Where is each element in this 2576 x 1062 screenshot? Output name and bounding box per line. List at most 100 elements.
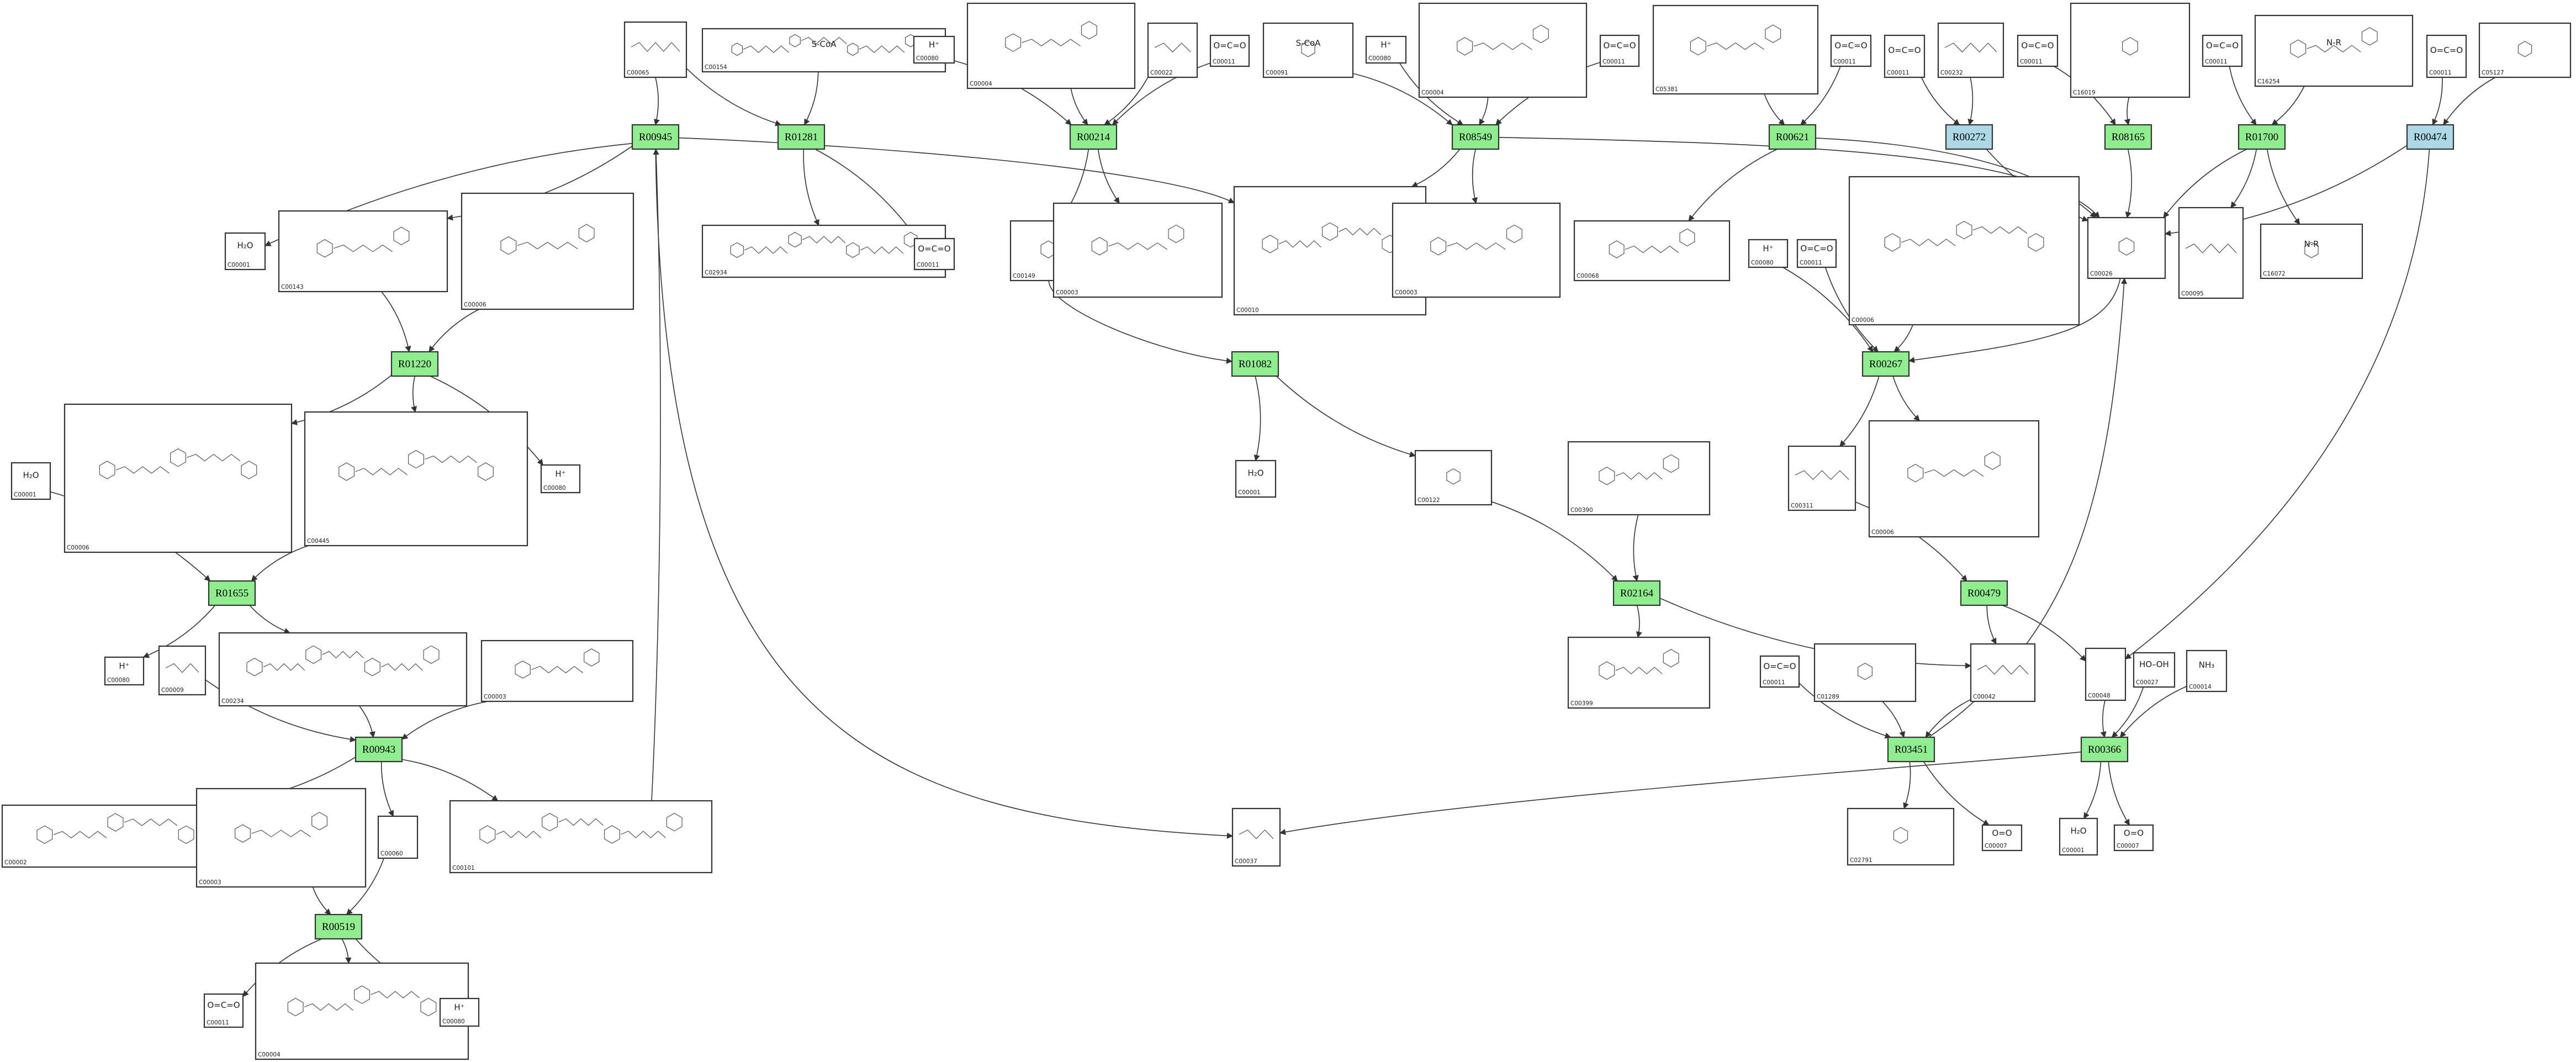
compound-box[interactable] [2059, 817, 2098, 856]
compound-box[interactable] [304, 411, 528, 547]
reaction-box[interactable] [1960, 580, 2008, 606]
compound-box[interactable] [1970, 643, 2036, 702]
reaction-box[interactable] [2080, 736, 2129, 763]
compound-box[interactable] [1884, 34, 1926, 78]
compound-box[interactable] [218, 632, 468, 707]
compound-box[interactable] [2178, 207, 2244, 299]
reaction-node-R00474[interactable]: R00474 [2406, 124, 2455, 150]
reaction-box[interactable] [777, 124, 826, 150]
compound-C00006[interactable]: C00006 [461, 192, 634, 310]
compound-box[interactable] [1813, 643, 1917, 702]
compound-C00042[interactable]: C00042 [1970, 643, 2036, 702]
reaction-node-R00366[interactable]: R00366 [2080, 736, 2129, 763]
reaction-box[interactable] [314, 913, 363, 940]
reaction-node-R00272[interactable]: R00272 [1945, 124, 1993, 150]
reaction-box[interactable] [1612, 580, 1661, 606]
compound-C00037[interactable]: C00037 [1231, 807, 1281, 867]
reaction-node-R01655[interactable]: R01655 [208, 580, 256, 606]
compound-box[interactable] [623, 21, 687, 78]
compound-box[interactable] [966, 2, 1136, 89]
compound-box[interactable] [1392, 202, 1561, 298]
reaction-box[interactable] [1945, 124, 1993, 150]
compound-box[interactable] [1052, 202, 1223, 298]
compound-C00122[interactable]: C00122 [1414, 450, 1493, 506]
compound-C16019[interactable]: C16019 [2070, 2, 2191, 98]
compound-box[interactable] [377, 815, 419, 859]
compound-box[interactable] [2254, 14, 2414, 87]
compound-box[interactable] [1830, 34, 1872, 67]
compound-box[interactable] [255, 962, 469, 1060]
compound-box[interactable] [2260, 223, 2363, 279]
compound-C00311[interactable]: C00311 [1787, 445, 1856, 511]
compound-C00009[interactable]: C00009 [158, 645, 207, 696]
reaction-node-R01082[interactable]: R01082 [1231, 351, 1279, 377]
compound-box[interactable] [1937, 22, 2004, 78]
compound-box[interactable] [480, 640, 634, 702]
reaction-node-R01700[interactable]: R01700 [2238, 124, 2286, 150]
reaction-node-R00267[interactable]: R00267 [1861, 351, 1910, 377]
compound-box[interactable] [2133, 652, 2176, 688]
compound-box[interactable] [1847, 807, 1955, 866]
reaction-node-R00519[interactable]: R00519 [314, 913, 363, 940]
compound-box[interactable] [701, 28, 946, 73]
compound-C00101[interactable]: C00101 [449, 800, 713, 874]
reaction-node-R01281[interactable]: R01281 [777, 124, 826, 150]
compound-box[interactable] [449, 800, 713, 874]
compound-box[interactable] [1235, 459, 1277, 498]
compound-C00006[interactable]: C00006 [64, 403, 293, 553]
compound-box[interactable] [1848, 176, 2080, 326]
compound-box[interactable] [2186, 649, 2228, 693]
compound-C00234[interactable]: C00234 [218, 632, 468, 707]
reaction-node-R02164[interactable]: R02164 [1612, 580, 1661, 606]
compound-box[interactable] [195, 788, 367, 888]
compound-box[interactable] [1573, 220, 1731, 282]
reaction-box[interactable] [631, 124, 680, 150]
compound-box[interactable] [1787, 445, 1856, 511]
reaction-box[interactable] [208, 580, 256, 606]
reaction-node-R08165[interactable]: R08165 [2104, 124, 2152, 150]
compound-box[interactable] [2113, 824, 2154, 852]
compound-C02791[interactable]: C02791 [1847, 807, 1955, 866]
compound-C00003[interactable]: C00003 [1052, 202, 1223, 298]
compound-box[interactable] [1, 804, 230, 868]
compound-box[interactable] [1759, 655, 1800, 688]
compound-C00080[interactable]: H⁺C00080 [439, 997, 480, 1027]
compound-C00068[interactable]: C00068 [1573, 220, 1731, 282]
reaction-box[interactable] [355, 736, 403, 763]
compound-box[interactable] [701, 224, 946, 278]
compound-box[interactable] [2478, 22, 2572, 78]
compound-C00095[interactable]: C00095 [2178, 207, 2244, 299]
compound-box[interactable] [2087, 216, 2166, 279]
compound-C05127[interactable]: C05127 [2478, 22, 2572, 78]
compound-C00022[interactable]: C00022 [1147, 22, 1198, 78]
compound-box[interactable] [2426, 34, 2467, 78]
compound-C00003[interactable]: C00003 [480, 640, 634, 702]
compound-box[interactable] [439, 997, 480, 1027]
compound-C00004[interactable]: C00004 [966, 2, 1136, 89]
compound-C00004[interactable]: C00004 [1418, 2, 1588, 98]
reaction-box[interactable] [1069, 124, 1118, 150]
reaction-box[interactable] [1887, 736, 1935, 763]
compound-box[interactable] [1868, 420, 2040, 538]
compound-box[interactable] [1567, 441, 1711, 516]
compound-C00065[interactable]: C00065 [623, 21, 687, 78]
compound-box[interactable] [224, 232, 266, 271]
compound-C00003[interactable]: C00003 [195, 788, 367, 888]
compound-box[interactable] [1418, 2, 1588, 98]
compound-C00003[interactable]: C00003 [1392, 202, 1561, 298]
compound-box[interactable] [1748, 239, 1789, 268]
compound-C01289[interactable]: C01289 [1813, 643, 1917, 702]
compound-box[interactable] [1599, 34, 1640, 67]
compound-box[interactable] [1981, 824, 2023, 852]
